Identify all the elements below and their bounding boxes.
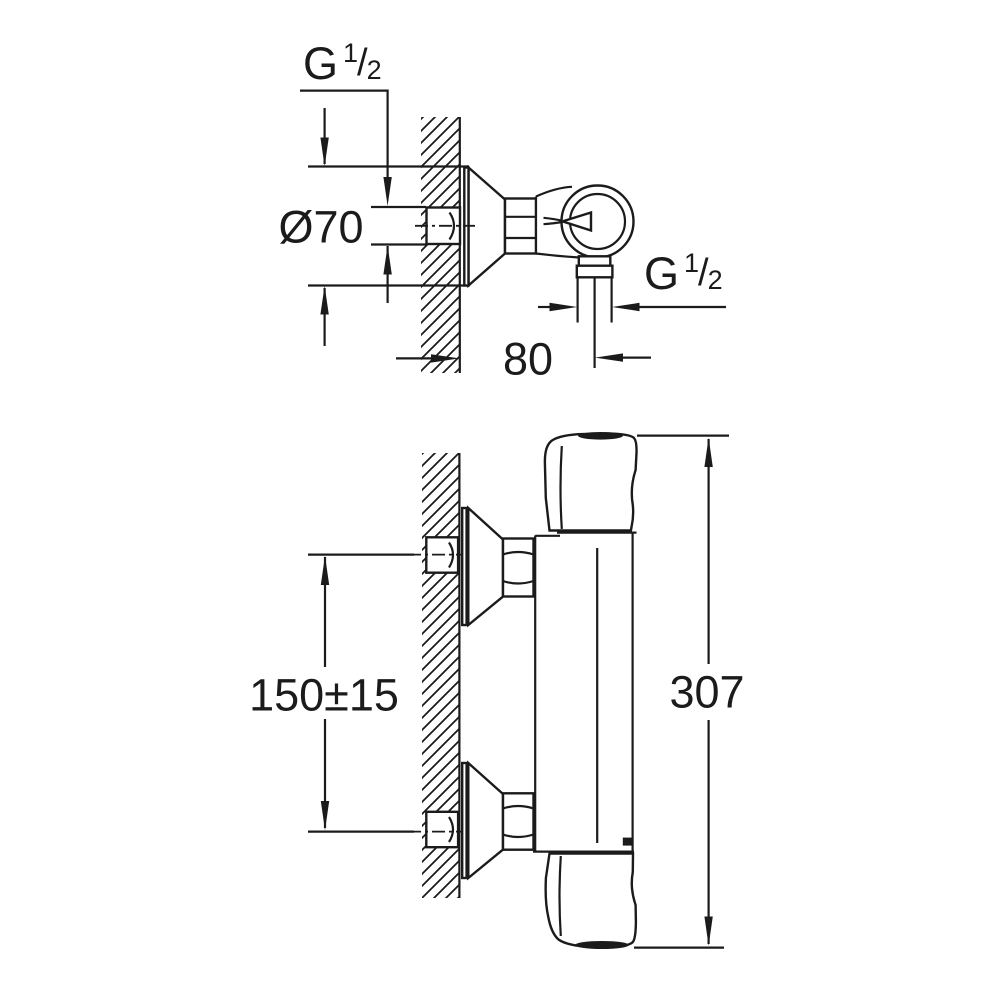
dim-wall-offset-lines: [396, 353, 651, 363]
hex-nut-lower: [501, 792, 535, 851]
dim-spacing-lines: [308, 553, 414, 833]
valve-body-front: [534, 533, 634, 852]
side-view-drawing: [300, 89, 726, 373]
dim-height-lines: [634, 434, 729, 949]
thread-size-denominator: 2: [366, 55, 382, 85]
escutcheon-lower: [461, 760, 505, 881]
thread-size-prefix: G: [303, 38, 339, 89]
inlet-fitting-upper: [408, 536, 461, 574]
thread-size-prefix: G: [644, 248, 680, 299]
inlet-fitting-lower: [408, 810, 461, 849]
temperature-pointer: [543, 210, 593, 233]
hex-nut-top-view: [503, 197, 538, 255]
hex-nut-upper: [501, 537, 535, 598]
dim-label-overall-height: 307: [669, 666, 745, 718]
thread-size-slash: /: [357, 42, 368, 84]
volume-handle-cap: [533, 850, 638, 949]
dim-label-wall-offset: 80: [502, 333, 554, 385]
dim-thread-inlet-leader: [300, 89, 426, 303]
thread-size-numerator: 1: [684, 248, 700, 278]
dim-label-rosette-diameter: Ø70: [278, 201, 364, 253]
inlet-fitting-top-view: [415, 206, 475, 246]
thermostat-handle-cap: [543, 432, 638, 534]
thread-size-denominator: 2: [707, 265, 723, 295]
dim-outlet-thread-lines: [538, 302, 726, 312]
front-view-drawing: [308, 432, 729, 949]
dim-label-inlet-spacing: 150±15: [249, 669, 399, 721]
escutcheon-upper: [461, 505, 505, 628]
thread-size-numerator: 1: [343, 38, 359, 68]
thread-size-slash: /: [698, 252, 709, 294]
outlet-nipple: [575, 255, 614, 368]
